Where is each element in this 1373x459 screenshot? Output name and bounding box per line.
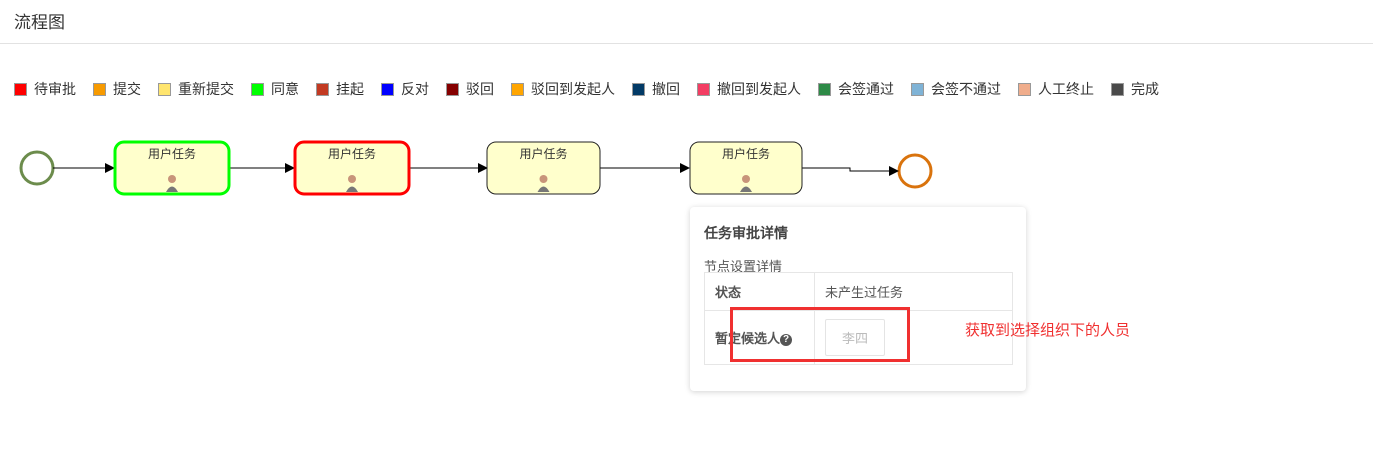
help-icon[interactable]: ?: [780, 333, 793, 346]
legend-item: 会签不通过: [911, 79, 1001, 99]
legend-item: 提交: [93, 79, 141, 99]
user-task-node[interactable]: 用户任务: [689, 141, 803, 195]
legend-label: 挂起: [336, 81, 364, 97]
flow-diagram: 用户任务 用户任务 用户任务 用户任务: [19, 140, 933, 196]
user-icon: [346, 175, 358, 192]
legend-item: 撤回到发起人: [697, 79, 801, 99]
legend-label: 驳回到发起人: [531, 81, 615, 97]
legend-swatch: [911, 82, 924, 96]
legend-swatch: [1018, 82, 1031, 96]
user-task-node[interactable]: 用户任务: [113, 140, 231, 196]
popover-title: 任务审批详情: [704, 225, 788, 241]
legend-swatch: [251, 82, 264, 96]
task-label: 用户任务: [328, 146, 376, 161]
candidate-tag: 李四: [825, 319, 886, 356]
legend-swatch: [632, 82, 645, 96]
popover-subtitle: 节点设置详情: [704, 259, 783, 274]
legend-label: 会签不通过: [931, 81, 1001, 97]
user-icon: [740, 175, 752, 192]
candidate-label: 暂定候选人?: [704, 310, 815, 365]
legend-item: 驳回: [446, 79, 494, 99]
user-task-node[interactable]: 用户任务: [486, 141, 601, 195]
task-label: 用户任务: [722, 146, 770, 161]
legend-swatch: [697, 82, 710, 96]
legend-swatch: [1111, 82, 1124, 96]
task-label: 用户任务: [519, 146, 567, 161]
legend-item: 完成: [1111, 79, 1159, 99]
legend-label: 驳回: [466, 81, 494, 97]
annotation-text: 获取到选择组织下的人员: [965, 322, 1131, 339]
legend-label: 待审批: [34, 81, 76, 97]
legend-label: 反对: [401, 81, 429, 97]
page-title: 流程图: [14, 13, 65, 32]
legend-item: 待审批: [14, 79, 76, 99]
legend-item: 反对: [381, 79, 429, 99]
legend-item: 人工终止: [1018, 79, 1094, 99]
legend-item: 撤回: [632, 79, 680, 99]
legend-label: 撤回: [652, 81, 680, 97]
legend-swatch: [14, 82, 27, 96]
user-icon: [166, 175, 178, 192]
legend-item: 驳回到发起人: [511, 79, 615, 99]
legend-swatch: [316, 82, 329, 96]
annotation-box: [730, 307, 910, 362]
legend-item: 重新提交: [158, 79, 234, 99]
start-event[interactable]: [19, 150, 55, 186]
task-label: 用户任务: [148, 146, 196, 161]
legend-swatch: [818, 82, 831, 96]
legend-label: 撤回到发起人: [717, 81, 801, 97]
legend-label: 同意: [271, 81, 299, 97]
legend-swatch: [511, 82, 524, 96]
legend-swatch: [446, 82, 459, 96]
legend-item: 会签通过: [818, 79, 894, 99]
legend-swatch: [381, 82, 394, 96]
legend-item: 同意: [251, 79, 299, 99]
user-task-node[interactable]: 用户任务: [293, 140, 411, 196]
task-detail-popover: 任务审批详情 节点设置详情 状态未产生过任务 暂定候选人? 李四: [690, 207, 1026, 391]
legend-label: 人工终止: [1038, 81, 1094, 97]
status-label: 状态: [704, 272, 815, 311]
legend-label: 重新提交: [178, 81, 234, 97]
legend-label: 完成: [1131, 81, 1159, 97]
flow-line: [802, 166, 899, 176]
legend-label: 提交: [113, 81, 141, 97]
detail-table: 状态未产生过任务 暂定候选人? 李四: [704, 272, 1013, 365]
legend-item: 挂起: [316, 79, 364, 99]
divider: [0, 43, 1373, 44]
user-icon: [537, 175, 550, 192]
status-value: 未产生过任务: [814, 272, 1013, 311]
legend-swatch: [93, 82, 106, 96]
end-event[interactable]: [897, 153, 933, 189]
legend-label: 会签通过: [838, 81, 894, 97]
status-legend: 待审批 提交 重新提交 同意 挂起 反对 驳回 驳回到发起人 撤回 撤回到发起人 会签通过 会签不通过…: [14, 79, 1176, 99]
legend-swatch: [158, 82, 171, 96]
